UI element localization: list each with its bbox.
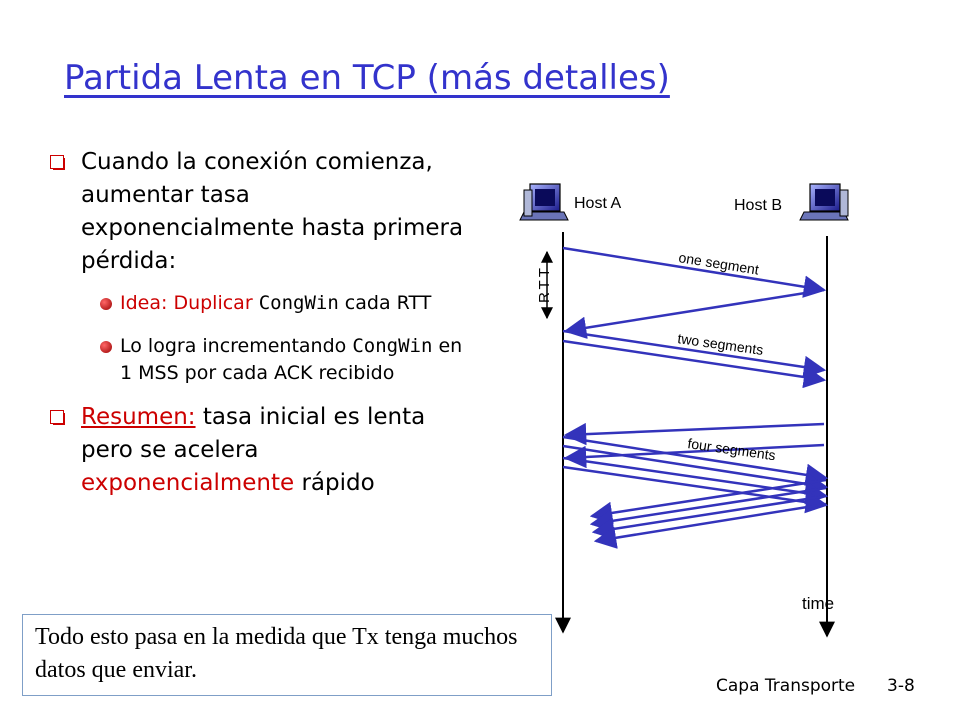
subbullet-1-code: CongWin bbox=[258, 292, 339, 314]
ack-arrow bbox=[563, 443, 825, 469]
ack-arrow bbox=[563, 422, 825, 446]
summary-mid: tasa inicial es lenta pero se acelera bbox=[81, 404, 426, 463]
subbullet-2-pre: Lo logra incrementando bbox=[120, 335, 353, 357]
ack-arrow bbox=[563, 288, 825, 339]
subbullet-2-code: CongWin bbox=[352, 335, 433, 357]
ack-arrow bbox=[589, 478, 827, 525]
footer-chapter: Capa Transporte bbox=[716, 676, 856, 696]
content-area: Cuando la conexión comienza, aumentar ta… bbox=[50, 146, 470, 500]
host-b-label: Host B bbox=[734, 197, 782, 214]
subbullet-1-label: Idea: bbox=[120, 292, 168, 314]
summary-emph: exponencialmente bbox=[81, 470, 295, 496]
bullet-1-text: Cuando la conexión comienza, aumentar ta… bbox=[81, 149, 464, 274]
rtt-label: RTT bbox=[536, 265, 553, 303]
ack-arrow bbox=[589, 486, 827, 533]
subbullet-2: Lo logra incrementando CongWin en 1 MSS … bbox=[50, 333, 470, 387]
subbullet-2-post: en 1 MSS por cada ACK recibido bbox=[120, 335, 463, 384]
segment-arrow bbox=[562, 329, 827, 379]
bullet-2: Resumen: tasa inicial es lenta pero se a… bbox=[50, 401, 470, 500]
subbullet-1-pre: Duplicar bbox=[167, 292, 259, 314]
segment-arrow bbox=[562, 465, 829, 514]
bullet-marker-icon bbox=[50, 155, 65, 170]
segment-arrow bbox=[562, 456, 829, 505]
computer-icon bbox=[799, 183, 849, 221]
ack-arrow bbox=[591, 494, 827, 541]
subbullet-dot-icon bbox=[100, 341, 112, 353]
segment-arrow bbox=[562, 339, 827, 389]
subbullet-1-post: cada RTT bbox=[338, 292, 432, 314]
ack-arrow bbox=[593, 502, 827, 549]
note-box: Todo esto pasa en la medida que Tx tenga… bbox=[22, 614, 552, 696]
segment-arrow bbox=[562, 444, 829, 495]
segment-arrow bbox=[562, 435, 829, 486]
subbullet-1: Idea: Duplicar CongWin cada RTT bbox=[50, 290, 470, 317]
host-a-label: Host A bbox=[574, 195, 621, 212]
bullet-1: Cuando la conexión comienza, aumentar ta… bbox=[50, 146, 470, 278]
summary-link[interactable]: Resumen: bbox=[81, 404, 196, 430]
computer-icon bbox=[519, 183, 569, 221]
segment-arrow bbox=[562, 246, 827, 298]
subbullet-dot-icon bbox=[100, 298, 112, 310]
page-title: Partida Lenta en TCP (más detalles) bbox=[64, 58, 670, 98]
bullet-marker-icon bbox=[50, 410, 65, 425]
time-label: time bbox=[802, 594, 834, 613]
summary-tail: rápido bbox=[294, 470, 375, 496]
footer-page-number: 3-8 bbox=[887, 676, 915, 696]
